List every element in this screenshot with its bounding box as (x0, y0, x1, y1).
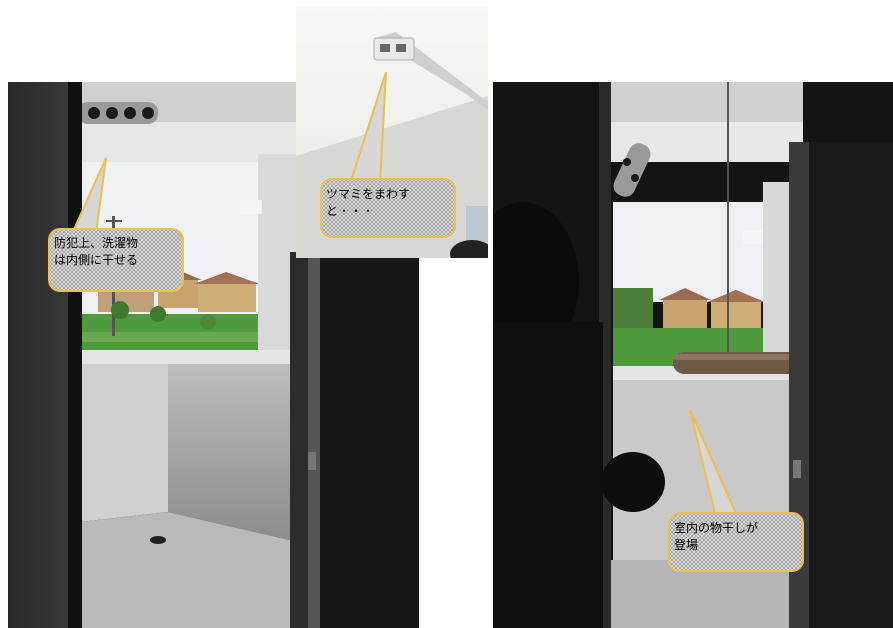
hand (450, 240, 488, 258)
photo-indoor-pole (493, 82, 893, 628)
indoor-pole-scene (493, 82, 893, 628)
callout-right: 室内の物干しが 登場 (668, 512, 804, 572)
callout-middle: ツマミをまわす と・・・ (320, 178, 456, 238)
callout-left: 防犯上、洗濯物 は内側に干せる (48, 228, 184, 292)
person-silhouette (493, 202, 579, 362)
sky (613, 202, 783, 302)
rail-knob-housing (373, 37, 415, 61)
